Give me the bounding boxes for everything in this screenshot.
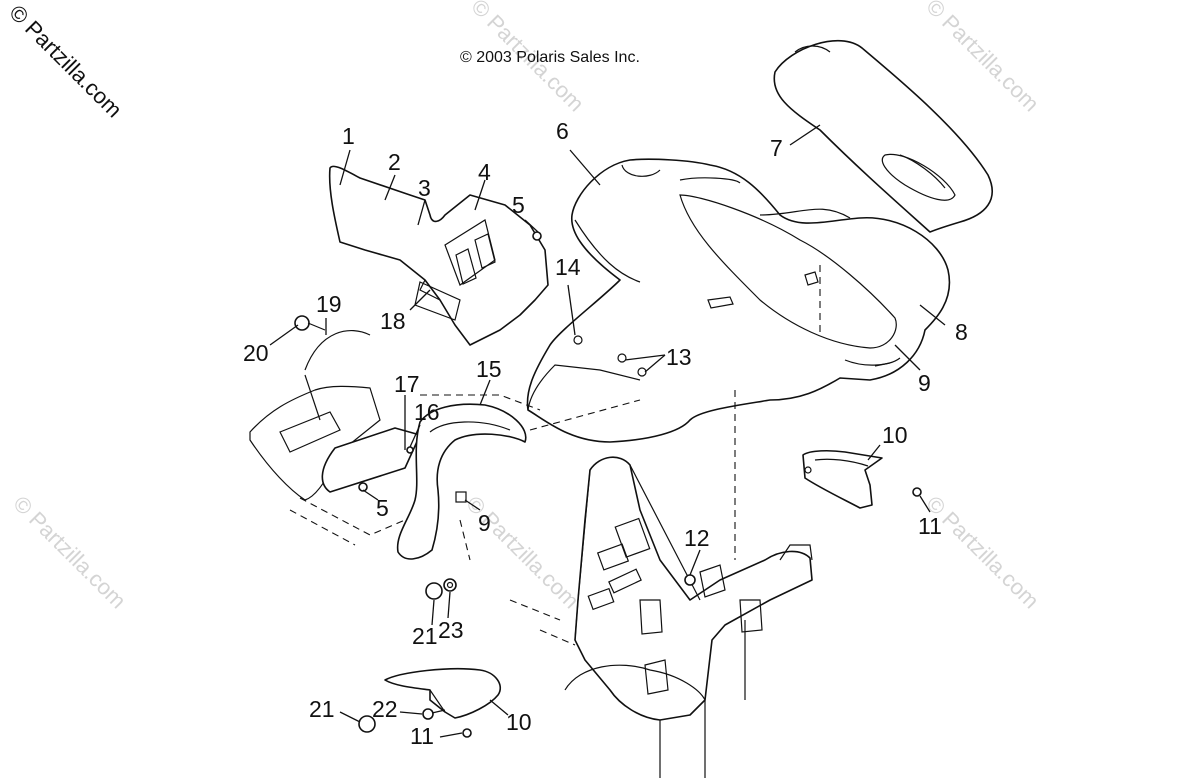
callout-10-bottom: 10 [506, 709, 532, 735]
fasteners [294, 231, 922, 738]
callout-12: 12 [684, 525, 710, 551]
leader-lines [269, 124, 946, 738]
assembly-lines [289, 265, 821, 646]
callout-21-lower: 21 [309, 696, 335, 722]
part-10-heat-shield [384, 667, 502, 719]
callout-23: 23 [438, 617, 464, 643]
copyright-text: © 2003 Polaris Sales Inc. [460, 49, 640, 66]
callout-3: 3 [418, 175, 431, 201]
callout-2: 2 [388, 149, 401, 175]
part-frame [564, 456, 813, 778]
callout-6: 6 [556, 118, 569, 144]
watermark-mid-right: © Partzilla.com [921, 491, 1044, 614]
callout-13: 13 [666, 344, 692, 370]
callout-22: 22 [372, 696, 398, 722]
callouts: 1 2 3 4 5 6 7 8 9 10 11 12 13 14 15 16 1… [243, 118, 968, 749]
callout-16: 16 [414, 399, 440, 425]
watermark-mid-left: © Partzilla.com [8, 491, 131, 614]
callout-18: 18 [380, 308, 406, 334]
part-7-cover [773, 39, 993, 233]
callout-11: 11 [918, 513, 942, 539]
callout-11-bottom: 11 [410, 723, 434, 749]
callout-14: 14 [555, 254, 581, 280]
callout-19: 19 [316, 291, 342, 317]
watermark-top-left: © Partzilla.com [4, 0, 127, 122]
callout-17: 17 [394, 371, 420, 397]
callout-10: 10 [882, 422, 908, 448]
part-10-bracket-right [802, 449, 883, 509]
callout-21-upper: 21 [412, 623, 438, 649]
callout-5: 5 [512, 192, 525, 218]
part-footwell [249, 329, 421, 501]
part-15-fender-flare [396, 403, 527, 560]
part-2-side-panel [328, 165, 549, 346]
callout-15: 15 [476, 356, 502, 382]
callout-9-lower: 9 [478, 510, 491, 536]
part-6-front-cab [526, 158, 951, 443]
callout-8: 8 [955, 319, 968, 345]
callout-5-lower: 5 [376, 495, 389, 521]
callout-1: 1 [342, 123, 355, 149]
callout-7: 7 [770, 135, 783, 161]
watermark-top-right: © Partzilla.com [921, 0, 1044, 116]
callout-4: 4 [478, 159, 491, 185]
callout-20: 20 [243, 340, 269, 366]
callout-9: 9 [918, 370, 931, 396]
